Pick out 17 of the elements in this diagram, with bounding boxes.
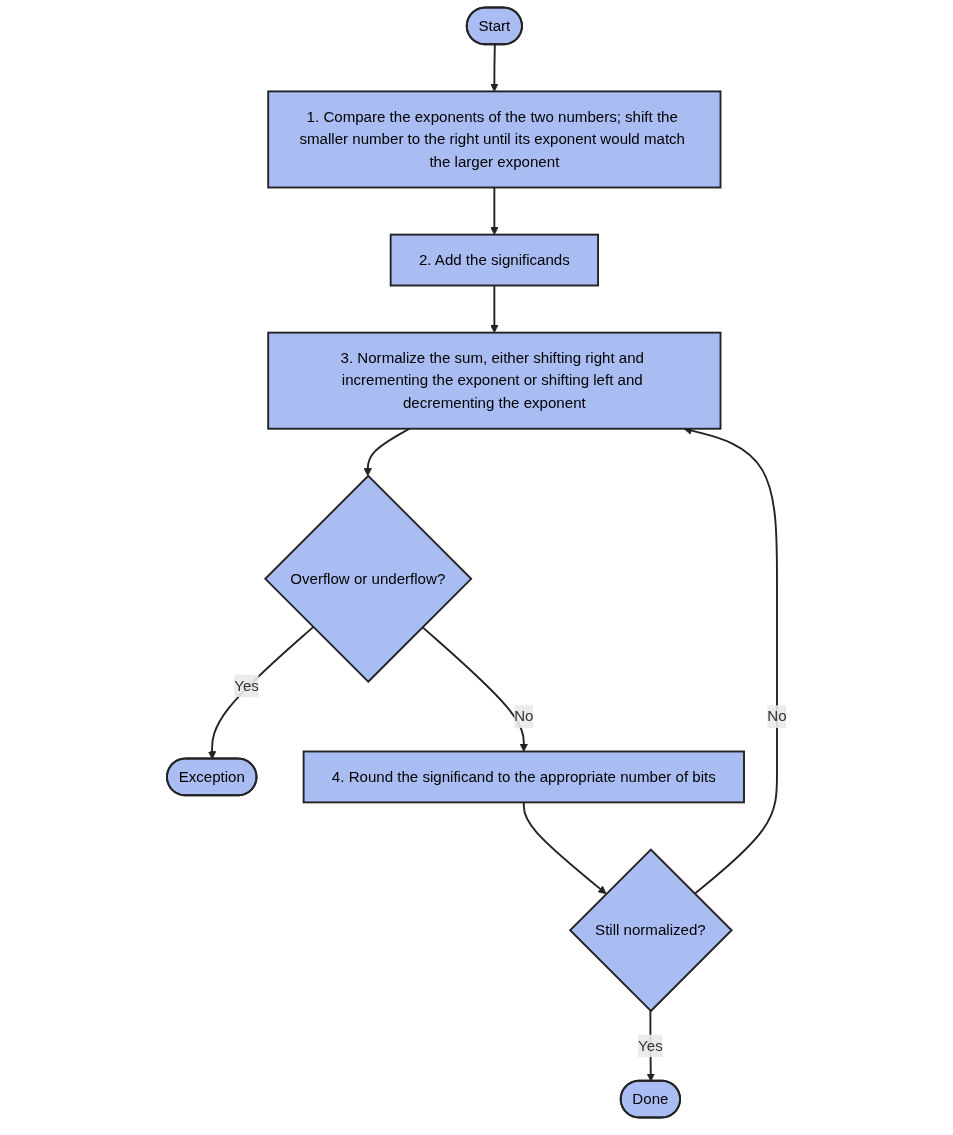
node-box: 2. Add the significands <box>389 233 599 287</box>
edge-label: No <box>513 708 534 725</box>
edge-label: Yes <box>637 1037 663 1054</box>
node-box: 1. Compare the exponents of the two numbers; shift the smaller number to the right until its exponent would match the larger exponent <box>266 90 722 189</box>
arrow <box>421 626 528 752</box>
arrow <box>363 427 411 477</box>
node-diamond: Still normalized? <box>568 848 733 1013</box>
edge-label: Yes <box>233 677 259 694</box>
arrow <box>489 186 499 235</box>
node-diamond: Overflow or underflow? <box>263 474 473 684</box>
arrow <box>522 801 607 895</box>
arrow <box>489 43 499 92</box>
node-box: 4. Round the significand to the appropriate number of bits <box>302 750 745 804</box>
edge-label: No <box>767 708 787 725</box>
arrow <box>207 626 314 760</box>
arrow <box>489 284 499 333</box>
node-box: 3. Normalize the sum, either shifting right and incrementing the exponent or shifting left and decrementing the exponent <box>266 331 722 430</box>
